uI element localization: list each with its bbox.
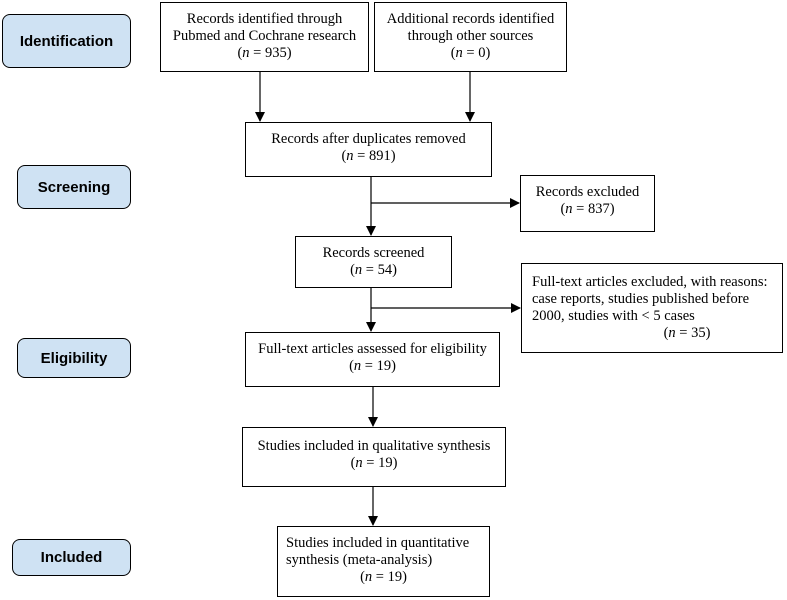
n-symbol: n [455, 45, 463, 61]
count-value: = 891) [353, 148, 396, 164]
box-additional-records: Additional records identified through ot… [374, 2, 567, 72]
box-line: Full-text articles excluded, with reason… [532, 274, 768, 290]
box-count: (n = 19) [360, 569, 407, 585]
count-value: = 837) [572, 201, 615, 217]
phase-eligibility: Eligibility [17, 338, 131, 378]
count-value: = 19) [372, 569, 407, 585]
box-line: Full-text articles assessed for eligibil… [258, 341, 487, 357]
n-symbol: n [565, 201, 573, 217]
box-count: (n = 35) [663, 325, 711, 341]
count-value: = 19) [361, 358, 396, 374]
box-line: Records excluded [535, 184, 640, 200]
box-count: (n = 0) [450, 45, 491, 61]
box-line: Records after duplicates removed [271, 131, 466, 147]
n-symbol: n [364, 569, 373, 585]
count-value: = 935) [249, 45, 292, 61]
box-count: (n = 935) [237, 45, 292, 61]
box-line: Additional records identified [386, 11, 555, 27]
box-line: Records screened [322, 245, 425, 261]
box-count: (n = 837) [560, 201, 615, 217]
box-line: 2000, studies with < 5 cases [532, 308, 695, 324]
box-after-duplicates: Records after duplicates removed (n = 89… [245, 122, 492, 177]
count-value: = 0) [462, 45, 491, 61]
count-value: = 19) [362, 455, 398, 471]
box-fulltext-assessed: Full-text articles assessed for eligibil… [245, 332, 500, 387]
box-records-excluded: Records excluded (n = 837) [520, 175, 655, 232]
box-count: (n = 19) [350, 455, 398, 471]
box-qualitative: Studies included in qualitative synthesi… [242, 427, 506, 487]
n-symbol: n [355, 455, 363, 471]
count-value: = 54) [362, 262, 397, 278]
n-symbol: n [353, 358, 362, 374]
box-records-screened: Records screened (n = 54) [295, 236, 452, 288]
box-line: Pubmed and Cochrane research [172, 28, 357, 44]
phase-identification: Identification [2, 14, 131, 68]
box-line: case reports, studies published before [532, 291, 750, 307]
box-count: (n = 54) [350, 262, 397, 278]
n-symbol: n [346, 148, 354, 164]
box-count: (n = 19) [349, 358, 396, 374]
box-line: Studies included in quantitative [286, 535, 470, 551]
box-count: (n = 891) [341, 148, 396, 164]
box-quantitative: Studies included in quantitative synthes… [277, 526, 490, 597]
n-symbol: n [354, 262, 363, 278]
box-line: synthesis (meta-analysis) [286, 552, 433, 568]
box-line: Records identified through [186, 11, 343, 27]
box-fulltext-excluded: Full-text articles excluded, with reason… [521, 263, 783, 353]
n-symbol: n [242, 45, 250, 61]
box-records-identified: Records identified through Pubmed and Co… [160, 2, 369, 72]
count-value: = 35) [675, 325, 711, 341]
box-line: Studies included in qualitative synthesi… [257, 438, 491, 454]
phase-included: Included [12, 539, 131, 576]
phase-screening: Screening [17, 165, 131, 209]
box-line: through other sources [407, 28, 534, 44]
n-symbol: n [668, 325, 676, 341]
